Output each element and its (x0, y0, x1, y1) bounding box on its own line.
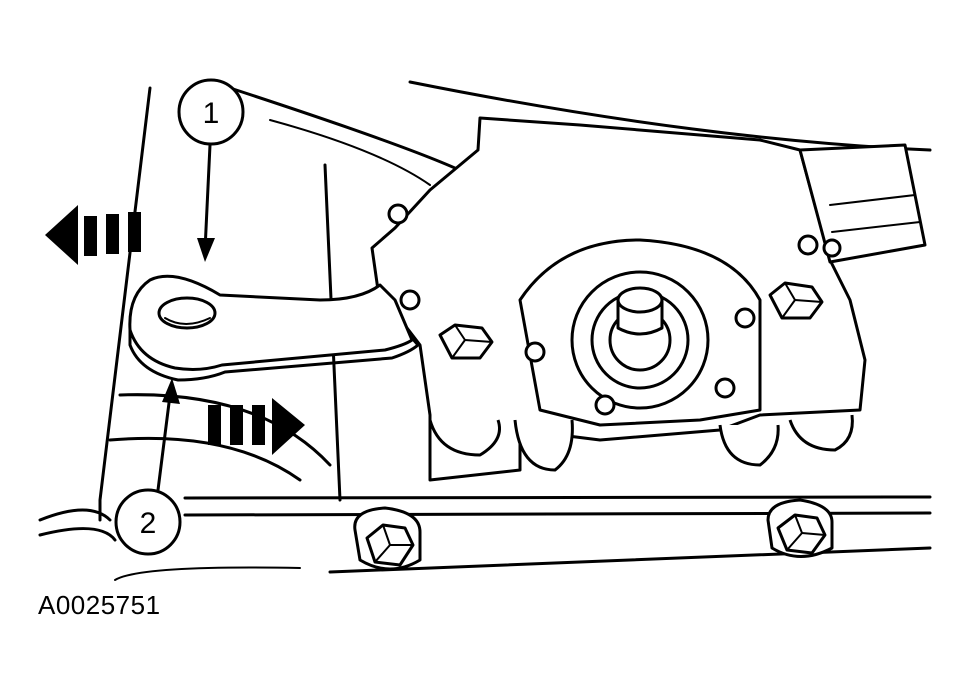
bolt-left (438, 323, 494, 360)
figure-id-label: A0025751 (38, 590, 161, 620)
callout-2-label: 2 (140, 507, 157, 540)
bolt-right (768, 281, 824, 320)
callout-1-label: 1 (203, 97, 220, 130)
gasket-tab (128, 274, 420, 382)
dashed-arrow-left-icon (45, 205, 141, 265)
callout-1: 1 (177, 78, 245, 262)
housing-outline (38, 80, 932, 542)
valve-body (370, 116, 927, 482)
callout-2: 2 (114, 378, 182, 556)
pan-bolt-left (353, 506, 422, 571)
pan-bolt-right (766, 498, 834, 558)
dashed-arrow-right-icon (208, 398, 305, 455)
